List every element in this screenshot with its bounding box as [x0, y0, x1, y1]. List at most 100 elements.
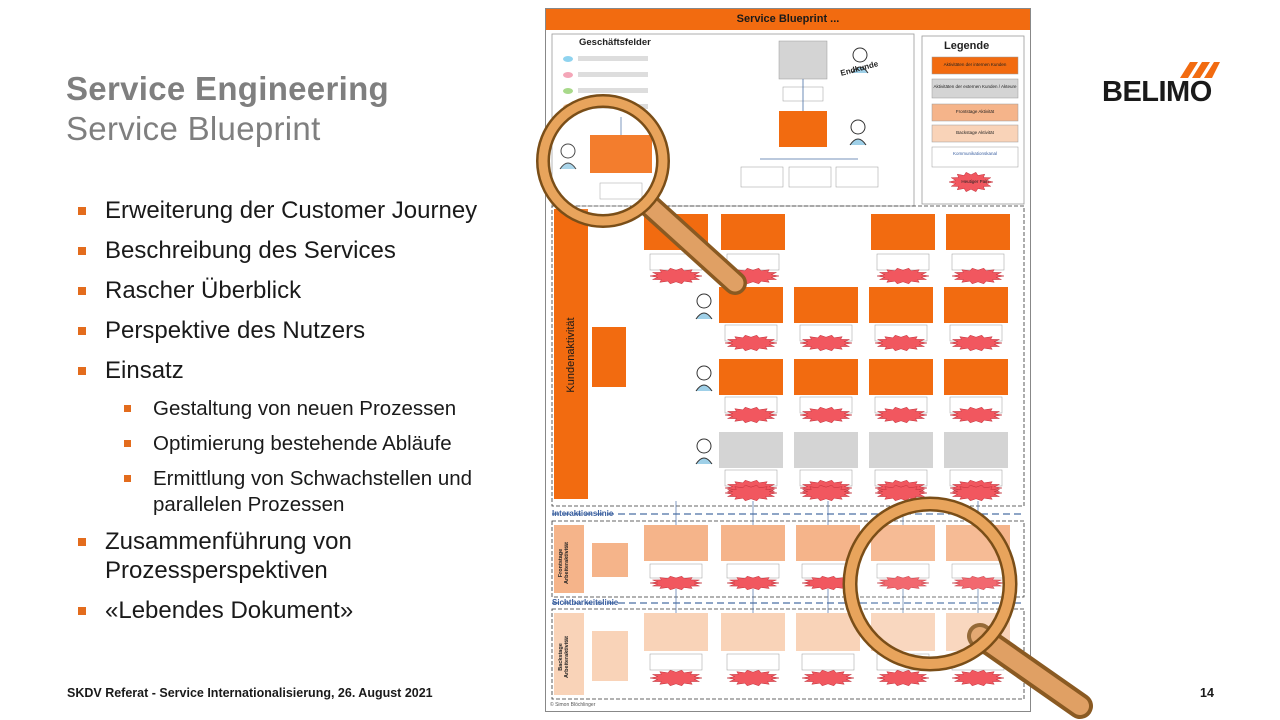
- bullet-square-icon: [78, 367, 86, 375]
- pain-marker: [799, 406, 853, 424]
- backstage-box: [721, 613, 785, 651]
- channel-box: [876, 253, 930, 271]
- bullet-square-icon: [78, 327, 86, 335]
- lane-note-box: [592, 631, 628, 681]
- activity-box: [794, 359, 858, 395]
- channel-box: [788, 166, 832, 188]
- activity-box: [944, 359, 1008, 395]
- person-icon: [852, 47, 868, 63]
- pain-marker: [949, 334, 1003, 352]
- flow-box-external: [778, 40, 828, 80]
- legend-item-channel: Kommunikationskanal: [952, 151, 998, 156]
- bullet-square-icon: [78, 207, 86, 215]
- lane-label-kunden: Kundenaktivität: [565, 317, 577, 393]
- activity-box: [946, 214, 1010, 250]
- person-icon: [696, 438, 712, 454]
- activity-box: [871, 214, 935, 250]
- channel-box: [599, 182, 643, 200]
- blueprint-drawing: [551, 33, 1025, 700]
- pain-marker: [949, 406, 1003, 424]
- lane-frontstage-bar: [554, 525, 584, 593]
- lane-note-box: [592, 543, 628, 577]
- channel-box: [951, 253, 1005, 271]
- pain-marker: [876, 669, 930, 687]
- pain-marker: [876, 267, 930, 285]
- pain-marker: [724, 484, 778, 502]
- frontstage-box: [871, 525, 935, 561]
- person-icon: [695, 384, 713, 392]
- geschaeftsfelder-label: Geschäftsfelder: [579, 37, 651, 48]
- legend-title: Legende: [944, 40, 990, 52]
- pain-marker: [876, 575, 930, 591]
- activity-box: [721, 214, 785, 250]
- bullet-item: Beschreibung des Services: [78, 236, 538, 265]
- field-dot: [563, 72, 573, 78]
- slide-subtitle: Service Blueprint: [66, 110, 321, 147]
- legend-swatch-pain: [948, 171, 994, 193]
- activity-box: [719, 432, 783, 468]
- backstage-box: [644, 613, 708, 651]
- bullet-list: Erweiterung der Customer Journey Beschre…: [78, 196, 538, 636]
- activity-box: [869, 359, 933, 395]
- pain-marker: [951, 267, 1005, 285]
- bullet-square-icon: [124, 475, 131, 482]
- pain-marker: [649, 669, 703, 687]
- footer-text: SKDV Referat - Service Internationalisie…: [67, 686, 433, 700]
- activity-box: [794, 287, 858, 323]
- bullet-square-icon: [78, 247, 86, 255]
- lane-label-frontstage: Frontstage Arbeiteraktivität: [558, 542, 570, 584]
- pain-marker: [724, 334, 778, 352]
- person-icon: [695, 457, 713, 465]
- lane-backstage-bar: [554, 613, 584, 695]
- sichtbarkeitslinie-label: Sichtbarkeitslinie: [552, 598, 619, 607]
- legend-item-pain: Heutiger Pain: [961, 179, 989, 184]
- flow-box-internal: [779, 111, 827, 147]
- pain-marker: [726, 575, 780, 591]
- backstage-box: [796, 613, 860, 651]
- page-number: 14: [1200, 686, 1214, 700]
- channel-box: [649, 563, 703, 579]
- field-line: [578, 88, 648, 93]
- field-line: [578, 72, 648, 77]
- sub-bullet-item: Ermittlung von Schwachstellen und parall…: [124, 466, 474, 518]
- activity-box: [944, 287, 1008, 323]
- person-icon: [696, 293, 712, 309]
- bullet-item: Zusammenführung von Prozessperspektiven: [78, 527, 408, 585]
- bullet-square-icon: [78, 607, 86, 615]
- pain-marker: [649, 267, 703, 285]
- lane-note-box: [592, 327, 626, 387]
- legend-swatch-channel: [931, 146, 1019, 168]
- pain-marker: [874, 334, 928, 352]
- legend-item-external: Aktivitäten der externen Kunden / Akteur…: [933, 84, 1017, 89]
- customer-lane: [551, 205, 1025, 507]
- legend-swatch-frontstage: [931, 103, 1019, 122]
- activity-box: [869, 432, 933, 468]
- interaktionslinie-label: Interaktionslinie: [552, 509, 614, 518]
- pain-marker: [724, 406, 778, 424]
- frontstage-lane: [551, 520, 1025, 598]
- lane-kunden-bar: [554, 209, 588, 499]
- service-blueprint: Service Blueprint ... Geschäftsfelder En…: [545, 8, 1031, 712]
- pain-marker: [801, 575, 855, 591]
- legend-item-backstage: Backstage Aktivität: [956, 130, 994, 135]
- legend-swatch-external: [931, 78, 1019, 99]
- blueprint-title: Service Blueprint ...: [546, 9, 1030, 30]
- bullet-item: Erweiterung der Customer Journey: [78, 196, 538, 225]
- pain-marker: [649, 575, 703, 591]
- frontstage-box: [644, 525, 708, 561]
- legend-item-internal: Aktivitäten der internen Kunden: [943, 62, 1007, 67]
- copyright: © Simon Blöchlinger: [550, 702, 596, 708]
- pain-marker: [801, 669, 855, 687]
- bullet-square-icon: [78, 287, 86, 295]
- bullet-square-icon: [124, 405, 131, 412]
- bullet-item: Rascher Überblick: [78, 276, 538, 305]
- magnifier-icon: [842, 496, 1093, 719]
- person-icon: [850, 119, 866, 135]
- legend-item-frontstage: Frontstage Aktivität: [955, 109, 995, 114]
- magnifier-icon: [536, 94, 747, 295]
- bullet-item: «Lebendes Dokument»: [78, 596, 538, 625]
- pain-marker: [799, 484, 853, 502]
- pain-marker: [951, 669, 1005, 687]
- flow-box-internal: [590, 135, 652, 173]
- person-icon: [696, 365, 712, 381]
